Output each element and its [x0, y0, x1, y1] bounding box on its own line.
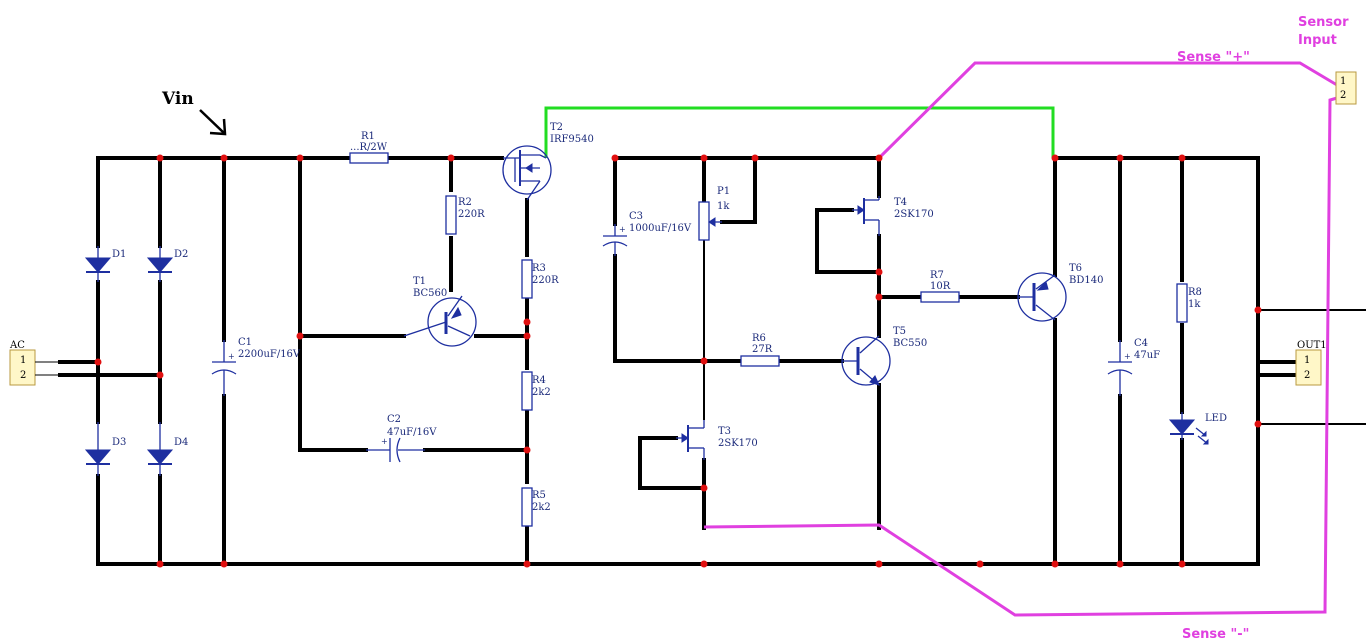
out1-connector-name: OUT1 [1297, 340, 1327, 351]
resistor-r5: R5 2k2 [521, 487, 551, 527]
jfet-t4: T4 2SK170 [852, 196, 934, 236]
out1-pin-2: 2 [1304, 370, 1310, 381]
c1-value: 2200uF/16V [238, 349, 301, 360]
resistor-r2: R2 220R [445, 195, 485, 235]
r4-ref: R4 [532, 375, 546, 386]
r1-value: ...R/2W [350, 142, 388, 153]
t6-ref: T6 [1069, 263, 1082, 274]
c1-ref: C1 [238, 337, 252, 348]
sense-minus-label: Sense "-" [1182, 627, 1249, 642]
c2-ref: C2 [387, 414, 401, 425]
d1-ref: D1 [112, 249, 126, 260]
c2-value: 47uF/16V [387, 427, 437, 438]
r6-ref: R6 [752, 333, 766, 344]
sensor-connector: 1 2 Sensor Input [1298, 15, 1357, 105]
c3-ref: C3 [629, 211, 643, 222]
r7-ref: R7 [930, 270, 944, 281]
svg-text:+: + [619, 225, 626, 234]
sensor-pin-2: 2 [1340, 90, 1346, 101]
junction-dots [94, 154, 1262, 568]
t3-ref: T3 [718, 426, 731, 437]
resistor-r7: R7 10R [920, 270, 960, 303]
transistor-t5: T5 BC550 [841, 326, 927, 386]
r3-ref: R3 [532, 263, 546, 274]
capacitor-c1: + C1 2200uF/16V [211, 337, 301, 396]
p1-ref: P1 [717, 186, 730, 197]
svg-text:+: + [381, 437, 388, 446]
ac-connector: AC 1 2 [9, 340, 60, 386]
c4-ref: C4 [1134, 338, 1148, 349]
ac-pin-1: 1 [20, 355, 26, 366]
diode-d3: D3 [84, 422, 126, 476]
out1-connector: OUT1 1 2 [1295, 340, 1327, 386]
resistor-r1: R1 ...R/2W [349, 131, 389, 164]
p1-value: 1k [717, 201, 730, 212]
svg-text:+: + [1124, 352, 1131, 361]
capacitor-c4: + C4 47uF [1107, 338, 1160, 396]
led-ref: LED [1205, 413, 1227, 424]
t2-value: IRF9540 [550, 134, 594, 145]
c4-value: 47uF [1134, 350, 1160, 361]
d2-ref: D2 [174, 249, 188, 260]
gate-wire [544, 106, 1055, 158]
t5-ref: T5 [893, 326, 906, 337]
r6-value: 27R [752, 344, 773, 355]
diode-d2: D2 [146, 246, 188, 282]
svg-text:+: + [228, 352, 235, 361]
t1-ref: T1 [413, 276, 426, 287]
resistor-r8: R8 1k [1176, 283, 1202, 323]
ac-pin-2: 2 [20, 370, 26, 381]
t4-ref: T4 [894, 197, 907, 208]
resistor-r6: R6 27R [740, 333, 780, 367]
t3-value: 2SK170 [718, 438, 758, 449]
t2-ref: T2 [550, 122, 563, 133]
resistor-r4: R4 2k2 [521, 371, 551, 411]
capacitor-c3: + C3 1000uF/16V [602, 211, 692, 256]
transistor-t1: T1 BC560 [403, 276, 477, 347]
jfet-t3: T3 2SK170 [676, 420, 758, 460]
r7-value: 10R [930, 281, 951, 292]
mosfet-t2: T2 IRF9540 [502, 122, 594, 201]
t5-value: BC550 [893, 338, 927, 349]
r8-value: 1k [1188, 299, 1201, 310]
r5-ref: R5 [532, 490, 546, 501]
sensor-input-line1: Sensor [1298, 15, 1349, 30]
diode-d4: D4 [146, 422, 188, 476]
r1-ref: R1 [361, 131, 375, 142]
out1-pin-1: 1 [1304, 355, 1310, 366]
d3-ref: D3 [112, 437, 126, 448]
vin-label: Vin [161, 89, 227, 136]
sensor-input-line2: Input [1298, 33, 1337, 48]
r2-value: 220R [458, 209, 485, 220]
r4-value: 2k2 [532, 387, 551, 398]
sense-wires [703, 61, 1338, 617]
potentiometer-p1: P1 1k [698, 186, 730, 241]
transistor-t6: T6 BD140 [1017, 263, 1103, 322]
c3-value: 1000uF/16V [629, 223, 692, 234]
t1-value: BC560 [413, 288, 447, 299]
r2-ref: R2 [458, 197, 472, 208]
sense-plus-label: Sense "+" [1177, 50, 1250, 65]
ac-connector-name: AC [9, 340, 25, 351]
resistor-r3: R3 220R [521, 259, 559, 299]
t6-value: BD140 [1069, 275, 1103, 286]
sensor-pin-1: 1 [1340, 76, 1346, 87]
diode-d1: D1 [84, 246, 126, 282]
r3-value: 220R [532, 275, 559, 286]
wires [58, 156, 1366, 566]
d4-ref: D4 [174, 437, 188, 448]
capacitor-c2: + C2 47uF/16V [366, 414, 437, 463]
vin-text: Vin [161, 89, 194, 109]
t4-value: 2SK170 [894, 209, 934, 220]
r5-value: 2k2 [532, 502, 551, 513]
led: LED [1168, 412, 1227, 445]
r8-ref: R8 [1188, 287, 1202, 298]
